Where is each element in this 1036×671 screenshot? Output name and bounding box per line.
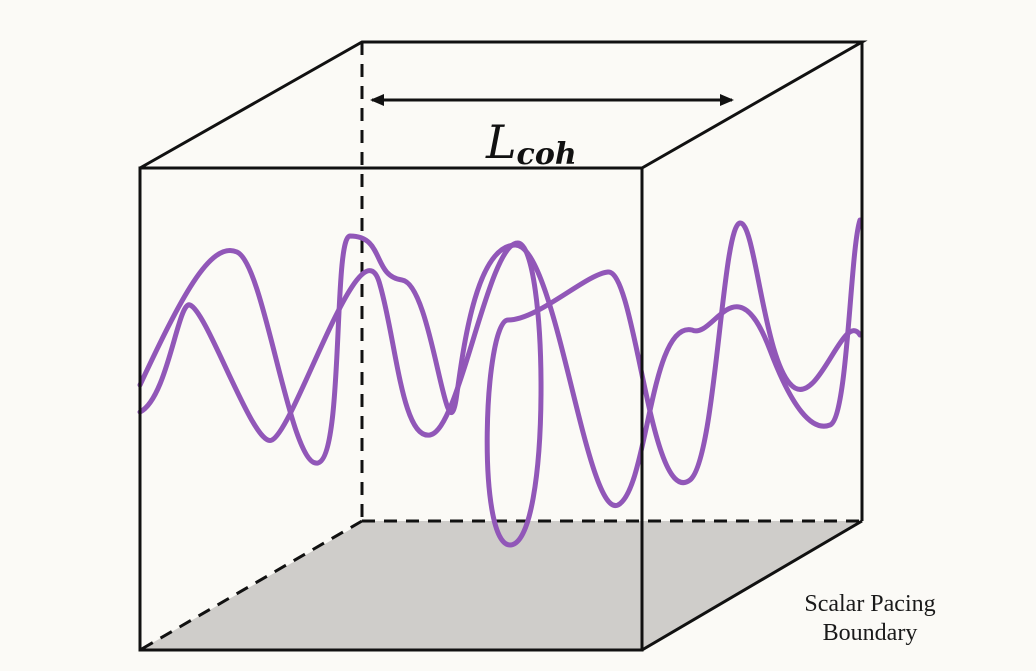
wave-b	[137, 217, 863, 508]
visible-edges	[138, 40, 868, 652]
waves	[137, 217, 863, 548]
cube-front-face	[138, 166, 644, 652]
cube-right-bottom-edge	[641, 519, 863, 652]
cube-floor	[140, 521, 862, 650]
caption-line-1: Scalar Pacing	[804, 591, 936, 617]
hidden-edges	[139, 42, 862, 652]
caption-line-2: Boundary	[822, 620, 918, 646]
boundary-caption: Scalar Pacing Boundary	[770, 590, 970, 648]
coherence-length-label: Lcoh	[485, 115, 577, 172]
coherence-symbol: L	[485, 115, 517, 169]
coherence-subscript: coh	[517, 137, 577, 172]
cube-top-edges	[139, 40, 868, 170]
